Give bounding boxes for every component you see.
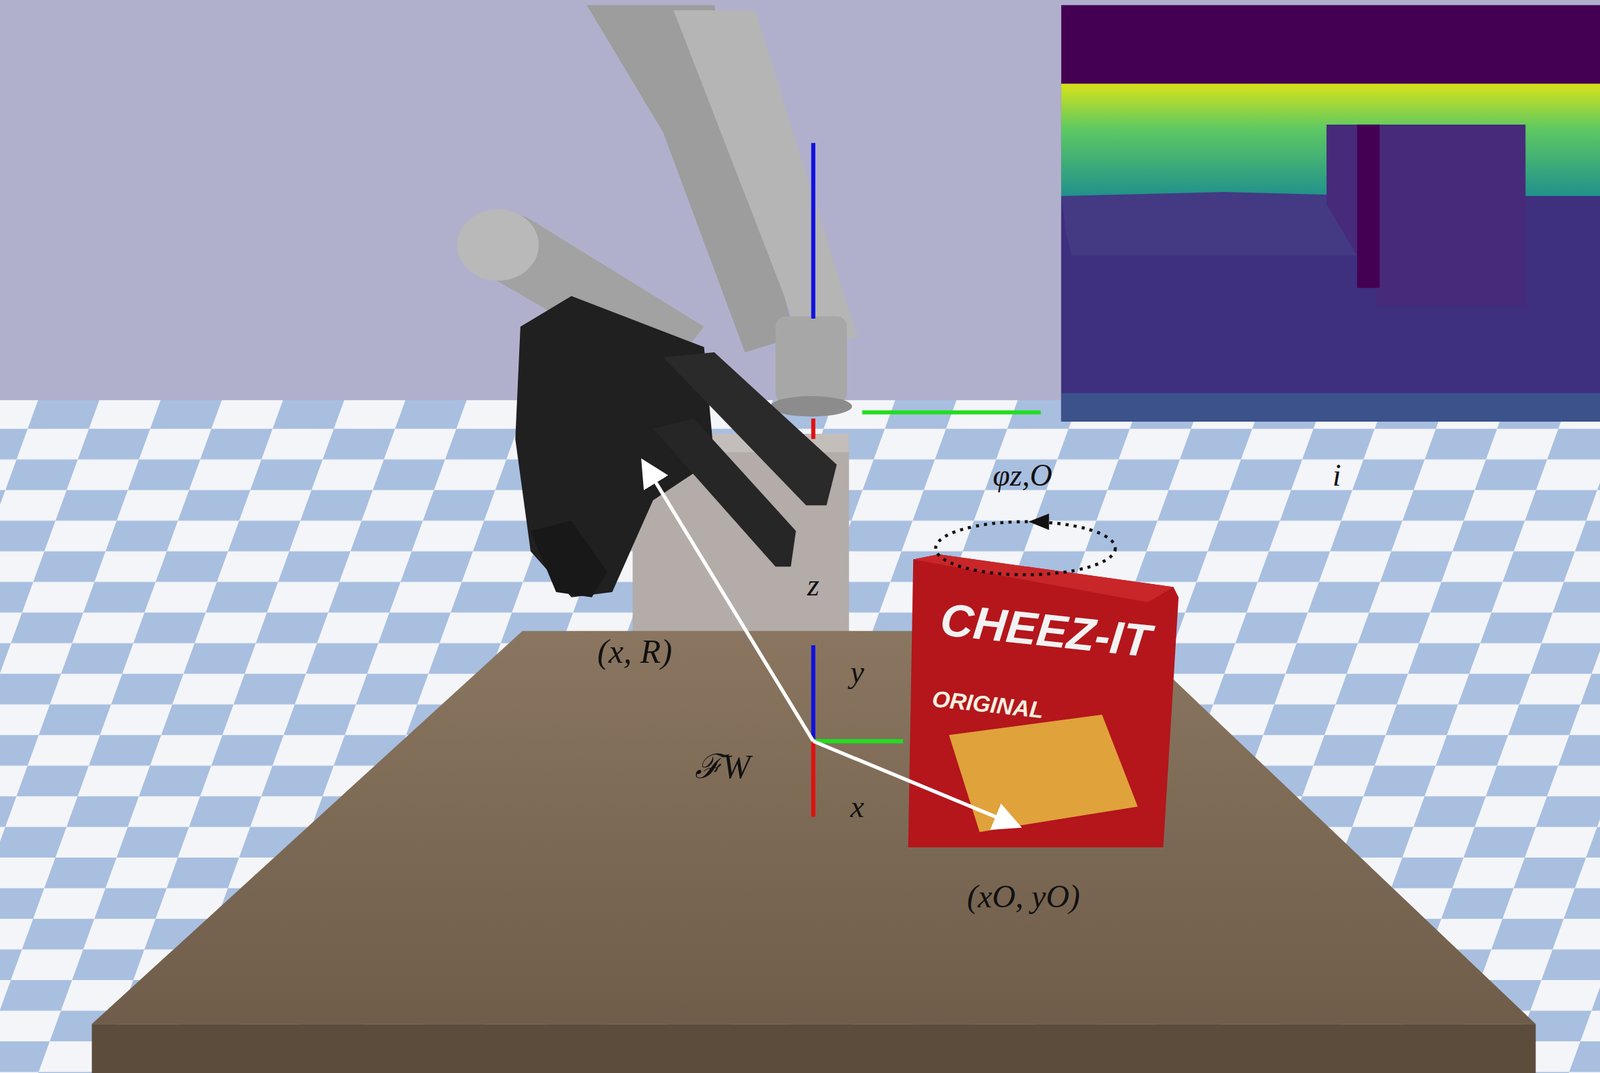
axis-y-upper	[861, 410, 1041, 415]
axis-x	[811, 740, 816, 817]
robot-hand	[515, 296, 837, 598]
axis-z-upper	[811, 142, 816, 319]
image-label: i	[1332, 456, 1342, 493]
table-top	[91, 630, 1536, 1025]
axis-y	[813, 738, 904, 743]
axis-label: z	[807, 567, 820, 603]
pose-label: (x, R)	[597, 631, 673, 671]
cracker-box	[908, 554, 1180, 848]
checker-floor	[0, 400, 1600, 1073]
hand-pose-arrow	[645, 464, 814, 742]
axis-z	[811, 645, 816, 741]
depth-image	[1061, 5, 1600, 422]
object-position-arrow	[813, 740, 1016, 825]
frame-label: ℱW	[694, 742, 751, 788]
rotation-arrowhead	[1028, 513, 1049, 530]
table-front	[91, 1023, 1536, 1073]
axis-label: y	[850, 653, 864, 690]
axis-x-upper	[811, 418, 816, 439]
rotation-ellipse	[936, 521, 1116, 576]
position-label: (xO, yO)	[967, 877, 1081, 915]
axis-label: x	[850, 788, 864, 825]
angle-label: φz,O	[992, 456, 1052, 493]
